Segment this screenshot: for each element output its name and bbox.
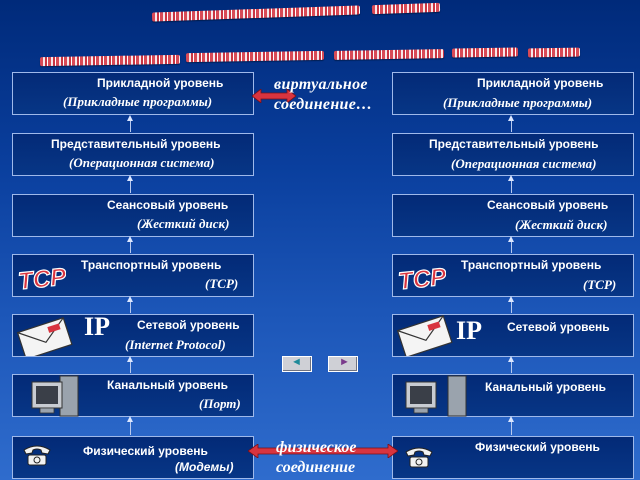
slide-title-banner-3 bbox=[39, 54, 181, 67]
tcp-logo-icon: TCP bbox=[396, 263, 446, 294]
right-arrow-up-2 bbox=[508, 175, 514, 193]
right-layer-presentation: Представительный уровень (Операционная с… bbox=[392, 133, 634, 176]
left-arrow-up-3 bbox=[127, 236, 133, 253]
layer-subtitle: (Операционная система) bbox=[451, 156, 597, 171]
physical-connection-arrow-icon bbox=[248, 444, 398, 458]
layer-subtitle: (Порт) bbox=[199, 396, 241, 411]
layer-subtitle: (Жесткий диск) bbox=[137, 216, 230, 231]
layer-subtitle: (Модемы) bbox=[175, 460, 234, 474]
layer-title: Сетевой уровень bbox=[507, 320, 610, 334]
slide-title-banner-1 bbox=[151, 5, 361, 22]
layer-subtitle: (Прикладные программы) bbox=[443, 95, 593, 110]
right-arrow-up-4 bbox=[508, 296, 514, 313]
layer-subtitle: (Internet Protocol) bbox=[125, 337, 226, 352]
layer-title: Физический уровень bbox=[475, 440, 600, 454]
computer-icon bbox=[405, 375, 467, 417]
arrow-right-icon: ► bbox=[339, 356, 350, 368]
left-layer-session: Сеансовый уровень (Жесткий диск) bbox=[12, 194, 254, 237]
left-layer-application: Прикладной уровень (Прикладные программы… bbox=[12, 72, 254, 115]
left-layer-physical: Физический уровень (Модемы) bbox=[12, 436, 254, 479]
layer-title: Представительный уровень bbox=[51, 137, 221, 151]
ip-label: IP bbox=[456, 316, 482, 345]
arrow-left-icon: ◄ bbox=[291, 356, 302, 368]
layer-title: Канальный уровень bbox=[107, 378, 228, 392]
slide-title-banner-6 bbox=[451, 47, 519, 58]
layer-title: Транспортный уровень bbox=[461, 258, 602, 272]
telephone-icon bbox=[405, 447, 433, 468]
layer-title: Транспортный уровень bbox=[81, 258, 222, 272]
layer-subtitle: (Операционная система) bbox=[69, 155, 215, 170]
ip-label: IP bbox=[84, 312, 110, 341]
computer-icon bbox=[31, 375, 79, 417]
right-layer-transport: Транспортный уровень (TCP) bbox=[392, 254, 634, 297]
envelope-icon bbox=[16, 317, 73, 356]
layer-subtitle: (Прикладные программы) bbox=[63, 94, 213, 109]
layer-title: Сетевой уровень bbox=[137, 318, 240, 332]
prev-slide-button[interactable]: ◄ bbox=[282, 356, 312, 372]
physical-connection-label: физическое соединение bbox=[276, 439, 357, 476]
layer-subtitle: (TCP) bbox=[205, 276, 239, 291]
telephone-icon bbox=[23, 445, 51, 466]
right-layer-application: Прикладной уровень (Прикладные программы… bbox=[392, 72, 634, 115]
layer-title: Прикладной уровень bbox=[97, 76, 224, 90]
tcp-logo-icon: TCP bbox=[16, 263, 66, 294]
layer-title: Физический уровень bbox=[83, 444, 208, 458]
right-layer-physical: Физический уровень bbox=[392, 436, 634, 479]
slide-title-banner-7 bbox=[527, 47, 581, 58]
right-layer-session: Сеансовый уровень (Жесткий диск) bbox=[392, 194, 634, 237]
slide-title-banner-5 bbox=[333, 49, 445, 60]
right-arrow-up-6 bbox=[508, 416, 514, 435]
right-arrow-up-1 bbox=[508, 115, 514, 132]
layer-subtitle: (TCP) bbox=[583, 277, 617, 292]
right-arrow-up-3 bbox=[508, 236, 514, 253]
envelope-icon bbox=[396, 315, 453, 356]
left-layer-transport: Транспортный уровень (TCP) bbox=[12, 254, 254, 297]
layer-title: Сеансовый уровень bbox=[487, 198, 609, 212]
layer-subtitle: (Жесткий диск) bbox=[515, 217, 608, 232]
tcp-logo-text: TCP bbox=[397, 263, 446, 294]
slide-title-banner-2 bbox=[371, 2, 441, 15]
slide-title-banner-4 bbox=[185, 50, 325, 63]
layer-title: Представительный уровень bbox=[429, 137, 599, 151]
layer-title: Канальный уровень bbox=[485, 380, 606, 394]
left-arrow-up-4 bbox=[127, 296, 133, 313]
virtual-connection-label: виртуальное соединение… bbox=[274, 76, 373, 113]
left-arrow-up-5 bbox=[127, 356, 133, 373]
next-slide-button[interactable]: ► bbox=[328, 356, 358, 372]
layer-title: Прикладной уровень bbox=[477, 76, 604, 90]
layer-title: Сеансовый уровень bbox=[107, 198, 229, 212]
left-layer-presentation: Представительный уровень (Операционная с… bbox=[12, 133, 254, 176]
right-arrow-up-5 bbox=[508, 356, 514, 373]
left-arrow-up-1 bbox=[127, 115, 133, 132]
virtual-connection-arrow-icon bbox=[252, 89, 296, 103]
tcp-logo-text: TCP bbox=[17, 263, 66, 294]
left-arrow-up-6 bbox=[127, 416, 133, 435]
left-arrow-up-2 bbox=[127, 175, 133, 193]
